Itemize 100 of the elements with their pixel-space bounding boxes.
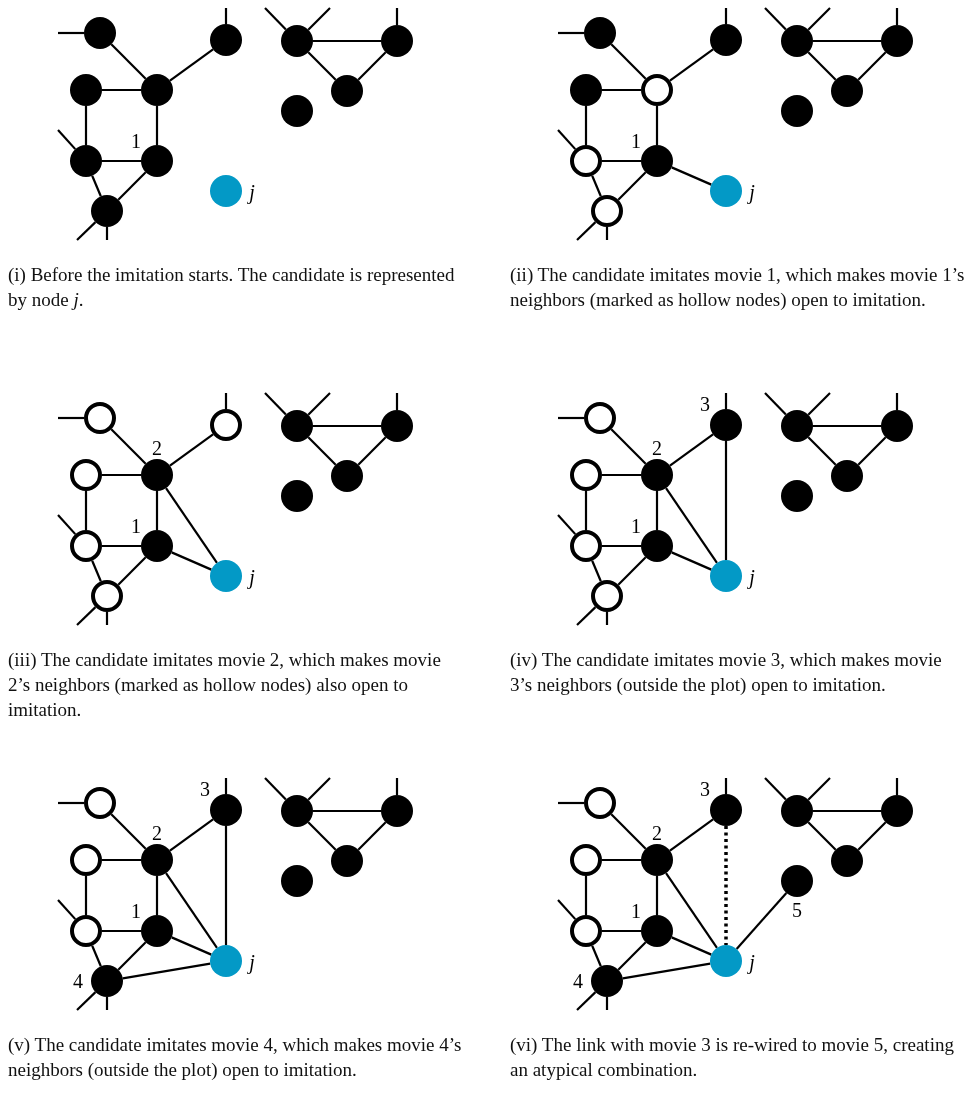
- network-node: [781, 410, 813, 442]
- network-link: [610, 813, 647, 850]
- network-link: [110, 813, 147, 850]
- network-node: [881, 410, 913, 442]
- network-link: [117, 556, 147, 586]
- network-link: [169, 818, 214, 852]
- network-link: [224, 8, 228, 24]
- network-link: [671, 166, 712, 186]
- network-link: [665, 487, 718, 564]
- network-link: [76, 606, 97, 626]
- network-node: [710, 175, 742, 207]
- hollow-node: [570, 530, 602, 562]
- hollow-node: [584, 402, 616, 434]
- network-node: [710, 945, 742, 977]
- network-link: [558, 416, 584, 420]
- network-link: [857, 821, 887, 851]
- network-node: [381, 795, 413, 827]
- network-link: [155, 491, 159, 530]
- network-link: [669, 48, 714, 82]
- network-link: [622, 962, 711, 980]
- network-node: [70, 145, 102, 177]
- network-link: [105, 227, 109, 240]
- network-link: [669, 818, 714, 852]
- network-link: [313, 809, 381, 813]
- network-link: [605, 612, 609, 625]
- node-label: 1: [631, 901, 641, 921]
- network-link: [105, 612, 109, 625]
- network-node: [781, 480, 813, 512]
- hollow-node: [591, 580, 623, 612]
- network-link: [576, 991, 597, 1011]
- node-label: 3: [700, 394, 710, 414]
- network-link: [58, 416, 84, 420]
- node-label: 1: [131, 901, 141, 921]
- network-node: [141, 459, 173, 491]
- hollow-node: [570, 915, 602, 947]
- network-node: [210, 945, 242, 977]
- network-link: [307, 777, 331, 801]
- network-link: [807, 777, 831, 801]
- network-link: [807, 51, 837, 81]
- network-link: [395, 8, 399, 25]
- network-link: [764, 7, 787, 31]
- network-node: [570, 74, 602, 106]
- network-link: [313, 39, 381, 43]
- hollow-node: [70, 844, 102, 876]
- node-label: j: [749, 952, 755, 972]
- network-node: [70, 74, 102, 106]
- network-link: [557, 514, 577, 535]
- network-link: [165, 487, 218, 564]
- network-link: [171, 551, 212, 571]
- network-link: [91, 560, 102, 582]
- network-node: [331, 75, 363, 107]
- network-node: [91, 965, 123, 997]
- network-link: [665, 872, 718, 949]
- network-link: [171, 936, 212, 956]
- network-link: [857, 436, 887, 466]
- network-node: [641, 145, 673, 177]
- network-link: [724, 778, 728, 794]
- network-link: [895, 778, 899, 795]
- network-link: [807, 392, 831, 416]
- network-link: [605, 997, 609, 1010]
- network-link: [76, 991, 97, 1011]
- network-link: [605, 227, 609, 240]
- network-link: [584, 106, 588, 145]
- network-link: [813, 424, 881, 428]
- network-node: [210, 794, 242, 826]
- network-link: [102, 473, 141, 477]
- network-link: [165, 872, 218, 949]
- network-link: [58, 801, 84, 805]
- network-node: [381, 25, 413, 57]
- network-node: [710, 24, 742, 56]
- figure-caption: (iv) The candidate imitates movie 3, which makes movie 3’s neighbors (outside the plot) open to imitation.: [510, 648, 943, 697]
- network-link: [57, 129, 77, 150]
- network-node: [710, 560, 742, 592]
- network-link: [602, 544, 641, 548]
- network-link: [602, 929, 641, 933]
- hollow-node: [570, 844, 602, 876]
- network-node: [331, 460, 363, 492]
- node-label: 1: [631, 516, 641, 536]
- network-link: [357, 436, 387, 466]
- figure-caption: (iii) The candidate imitates movie 2, which makes movie 2’s neighbors (marked as hollow nodes) also open to imitation.: [8, 648, 442, 722]
- network-link: [169, 48, 214, 82]
- network-node: [210, 24, 242, 56]
- network-link: [155, 106, 159, 145]
- network-link: [602, 159, 641, 163]
- network-link: [655, 876, 659, 915]
- network-link: [558, 31, 584, 35]
- network-link: [557, 899, 577, 920]
- node-label: 4: [73, 971, 83, 991]
- network-node: [710, 794, 742, 826]
- network-link: [84, 876, 88, 915]
- node-label: j: [749, 182, 755, 202]
- network-link: [617, 171, 647, 201]
- network-link: [602, 858, 641, 862]
- hollow-node: [210, 409, 242, 441]
- node-label: 3: [700, 779, 710, 799]
- node-label: 2: [652, 823, 662, 843]
- network-link: [807, 7, 831, 31]
- network-node: [281, 25, 313, 57]
- network-link: [617, 941, 647, 971]
- figure-caption: (i) Before the imitation starts. The candidate is represented by node j.: [8, 263, 456, 312]
